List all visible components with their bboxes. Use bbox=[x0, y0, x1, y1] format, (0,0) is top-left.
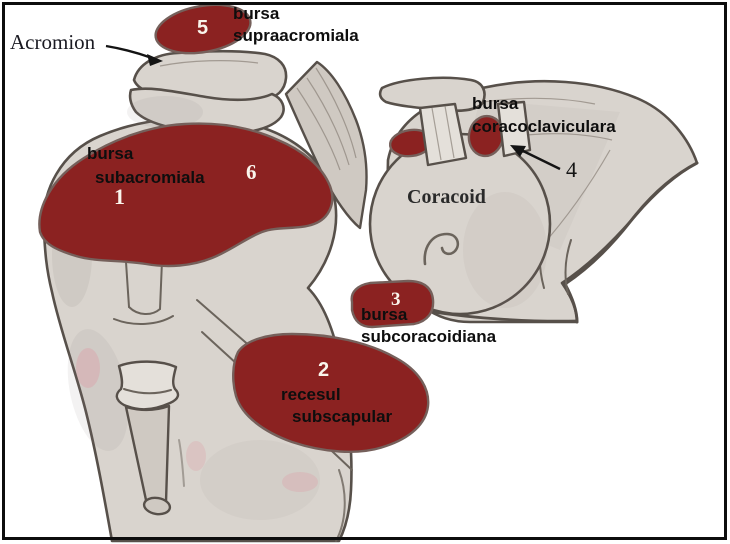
bursa-supraacromiala-shape bbox=[154, 3, 252, 55]
coracoid-label: Coracoid bbox=[407, 186, 486, 208]
bursa-5-number: 5 bbox=[197, 17, 209, 39]
coracoclavicular-ligaments bbox=[378, 76, 532, 167]
bursa-subcoracoidiana-shape bbox=[350, 279, 435, 329]
bursa-1-number: 1 bbox=[114, 184, 125, 209]
bursa-supraacromiala-label-line2: supraacromiala bbox=[233, 26, 359, 45]
recesul-subscapular-label-line1: recesul bbox=[281, 385, 341, 404]
bursa-subacromiala-label-line1: bursa bbox=[87, 144, 134, 163]
recesul-subscapular-shape bbox=[232, 332, 430, 453]
bursa-6-number: 6 bbox=[246, 160, 257, 184]
bursa-subacromiala-shape bbox=[38, 122, 334, 268]
bursa-4-arrow bbox=[510, 145, 561, 171]
bursa-subcoracoidiana-label-line2: subcoracoidiana bbox=[361, 327, 497, 346]
bursa-4-number: 4 bbox=[566, 157, 577, 182]
bursa-coracoclaviculara-label-line1: bursa bbox=[472, 94, 519, 113]
bursa-2-number: 2 bbox=[318, 359, 330, 381]
bursa-subacromiala-label-line2: subacromiala bbox=[95, 168, 205, 187]
acromion-label: Acromion bbox=[10, 30, 96, 54]
acromion-clavicle-arch bbox=[127, 49, 288, 136]
recesul-subscapular-label-line2: subscapular bbox=[292, 407, 393, 426]
bursa-supraacromiala-label-line1: bursa bbox=[233, 4, 280, 23]
bursa-coracoclaviculara-label-line2: coracoclaviculara bbox=[472, 117, 616, 136]
coracoid-region bbox=[368, 132, 552, 316]
bursa-3-number: 3 bbox=[391, 289, 401, 310]
bursa-subcoracoidiana-label-line1: bursa bbox=[361, 305, 408, 324]
acromion-arrow bbox=[105, 44, 163, 66]
supraspinatus-tendon bbox=[284, 60, 368, 230]
